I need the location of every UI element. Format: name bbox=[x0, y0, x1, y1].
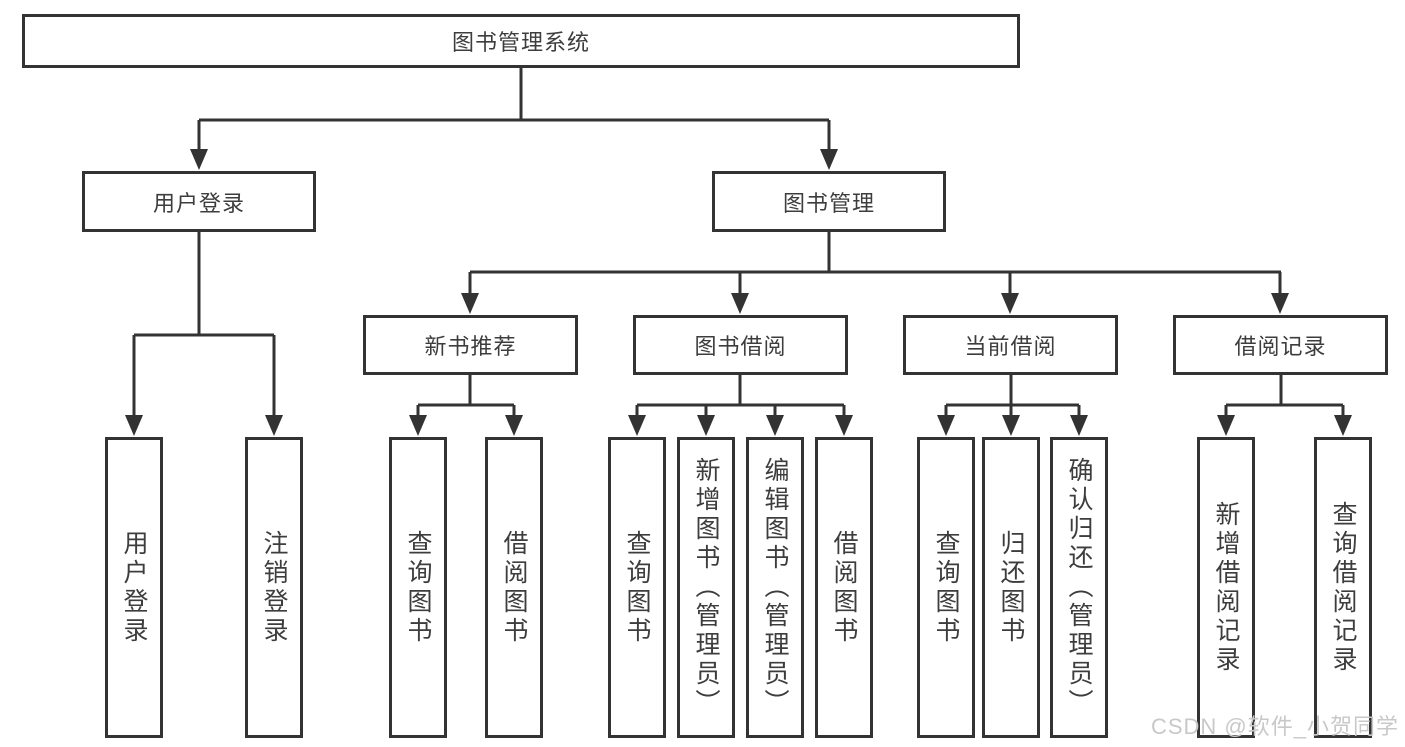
node-query-borrow-record: 查询借阅记录 bbox=[1314, 437, 1372, 738]
node-query-books-borrowing: 查询图书 bbox=[608, 437, 666, 738]
node-user-login: 用户登录 bbox=[82, 171, 316, 232]
node-library-management-system: 图书管理系统 bbox=[22, 14, 1020, 68]
csdn-watermark: CSDN @软件_小贺同学 bbox=[1150, 714, 1399, 739]
node-logout-leaf: 注销登录 bbox=[245, 437, 303, 738]
node-query-books-recommendation: 查询图书 bbox=[389, 437, 447, 738]
node-borrowing-records: 借阅记录 bbox=[1173, 315, 1388, 375]
node-new-book-recommendation: 新书推荐 bbox=[363, 315, 578, 375]
node-current-borrowing: 当前借阅 bbox=[903, 315, 1118, 375]
node-borrow-books-recommendation: 借阅图书 bbox=[485, 437, 543, 738]
node-user-login-leaf: 用户登录 bbox=[105, 437, 163, 738]
node-return-books: 归还图书 bbox=[982, 437, 1040, 738]
node-query-books-current: 查询图书 bbox=[917, 437, 975, 738]
node-edit-book-admin: 编辑图书（管理员） bbox=[746, 437, 804, 738]
node-add-book-admin: 新增图书（管理员） bbox=[677, 437, 735, 738]
node-confirm-return-admin: 确认归还（管理员） bbox=[1050, 437, 1108, 738]
node-book-borrowing: 图书借阅 bbox=[633, 315, 848, 375]
node-add-borrow-record: 新增借阅记录 bbox=[1197, 437, 1255, 738]
node-borrow-books-borrowing: 借阅图书 bbox=[815, 437, 873, 738]
node-book-management: 图书管理 bbox=[712, 171, 946, 232]
